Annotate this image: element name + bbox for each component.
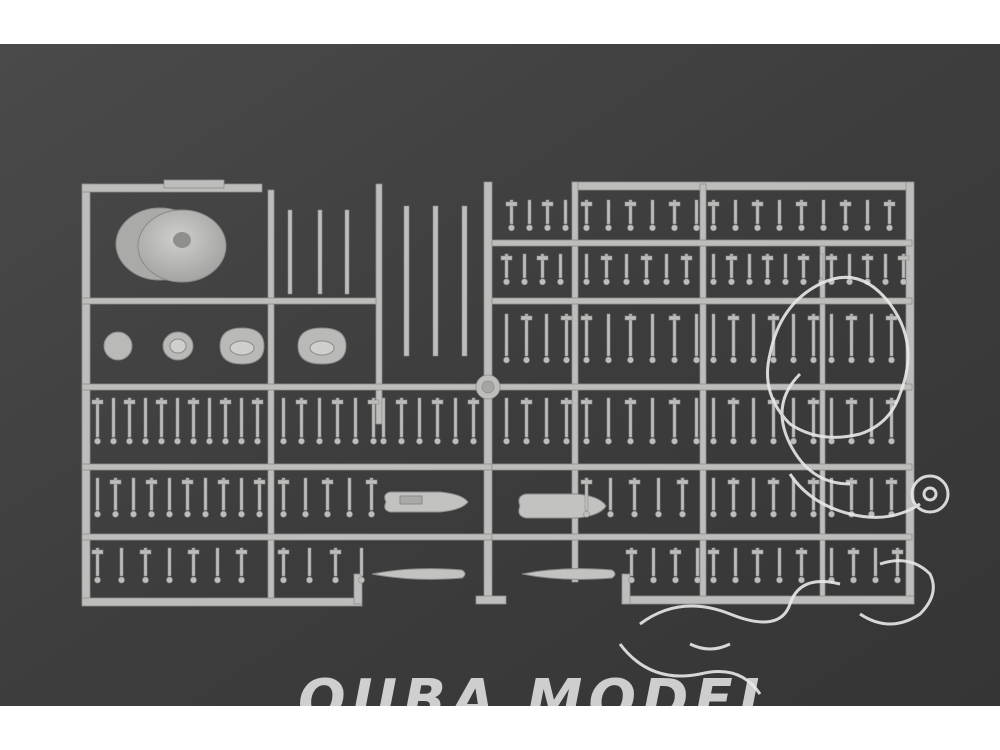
turret-base: [115, 207, 227, 283]
gun-barrels: [287, 205, 468, 357]
mat-background: [0, 44, 1000, 706]
watermark-logo: [618, 275, 950, 695]
watermark-text: OUBA MODEL: [298, 668, 780, 706]
sprue-photo: OUBA MODEL: [0, 44, 1000, 706]
sprue-frame: [81, 179, 915, 607]
gun-shields: [103, 327, 347, 365]
small-parts: [91, 199, 910, 584]
